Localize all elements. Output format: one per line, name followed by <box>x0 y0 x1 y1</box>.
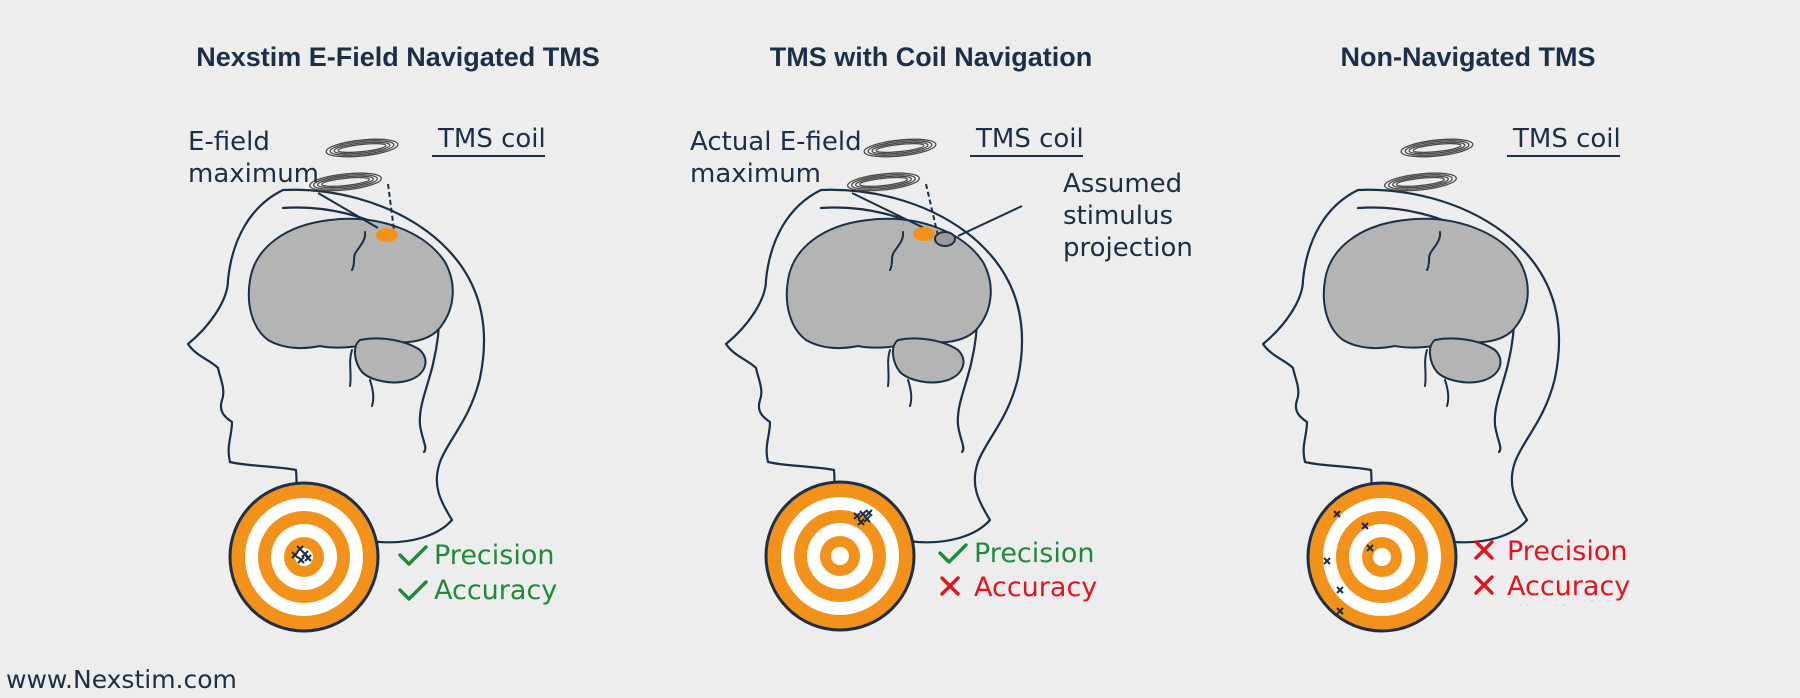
footer-url: www.Nexstim.com <box>6 665 237 694</box>
assumed-label-line1: Assumed <box>1063 169 1182 199</box>
precision-label: Precision <box>974 538 1094 569</box>
accuracy-row: Accuracy <box>1476 571 1630 602</box>
panel-title: TMS with Coil Navigation <box>770 42 1093 72</box>
accuracy-row: Accuracy <box>400 575 557 606</box>
panel-coil-navigation: TMS with Coil Navigation TMS coil Actual… <box>690 42 1193 630</box>
check-icon <box>400 547 426 564</box>
coil-label: TMS coil <box>437 124 546 154</box>
efield-label-line2: maximum <box>690 159 821 189</box>
cross-icon <box>942 578 958 594</box>
target <box>230 483 378 631</box>
tms-coil-icon <box>1380 136 1477 193</box>
precision-label: Precision <box>434 540 554 571</box>
check-icon <box>940 545 966 562</box>
accuracy-label: Accuracy <box>1507 571 1630 602</box>
coil-label: TMS coil <box>1512 124 1621 154</box>
precision-row: Precision <box>940 538 1094 569</box>
panel-title: Nexstim E-Field Navigated TMS <box>196 42 600 72</box>
panel-title: Non-Navigated TMS <box>1340 42 1595 72</box>
target <box>1308 483 1456 631</box>
precision-row: Precision <box>1476 536 1627 567</box>
panel-non-navigated: Non-Navigated TMS TMS coil Precision <box>1263 42 1630 631</box>
assumed-label-line3: projection <box>1063 233 1193 263</box>
efield-label-line2: maximum <box>188 159 319 189</box>
cross-icon <box>1476 577 1492 593</box>
efield-maximum-marker <box>376 228 398 242</box>
coil-label: TMS coil <box>975 124 1084 154</box>
precision-row: Precision <box>400 540 554 571</box>
precision-label: Precision <box>1507 536 1627 567</box>
efield-maximum-marker <box>913 227 935 241</box>
accuracy-label: Accuracy <box>434 575 557 606</box>
efield-label-line1: Actual E-field <box>690 127 862 157</box>
assumed-label-line2: stimulus <box>1063 201 1173 231</box>
assumed-projection-marker <box>935 232 955 246</box>
panel-efield-navigated: Nexstim E-Field Navigated TMS TMS coil E… <box>188 42 600 631</box>
cross-icon <box>1476 542 1492 558</box>
accuracy-label: Accuracy <box>974 572 1097 603</box>
check-icon <box>400 582 426 599</box>
target <box>766 482 914 630</box>
accuracy-row: Accuracy <box>942 572 1097 603</box>
efield-label-line1: E-field <box>188 127 270 157</box>
